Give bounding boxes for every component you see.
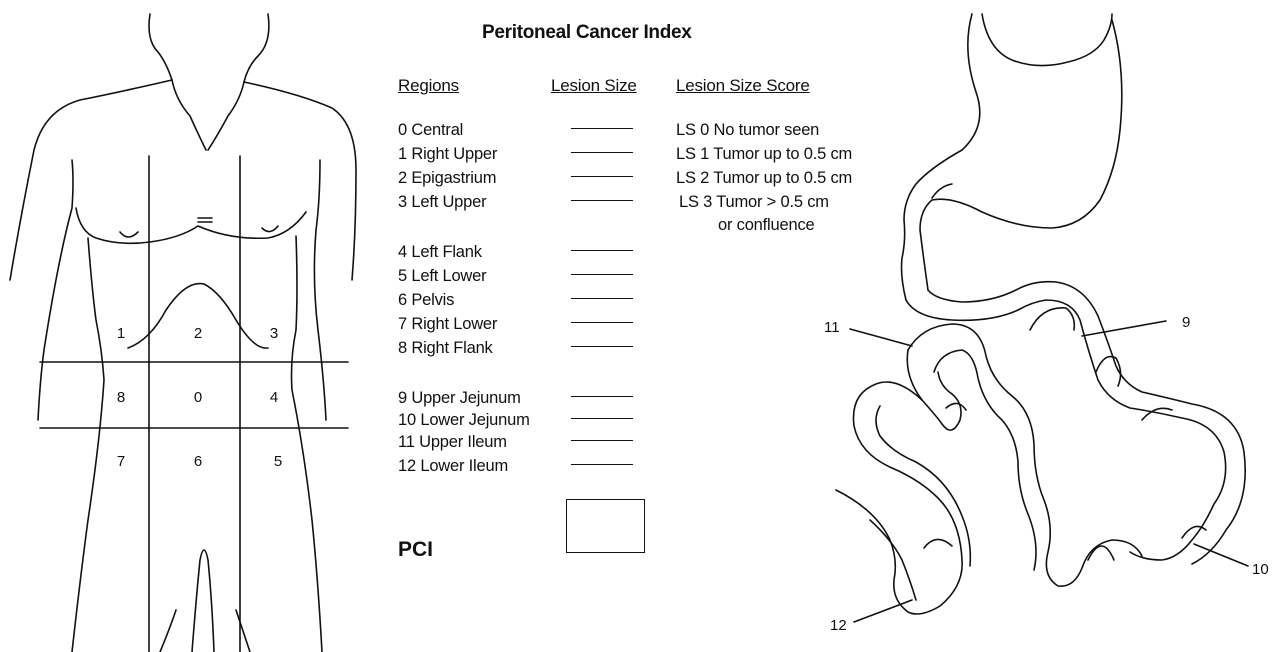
region-number: 4 <box>270 389 278 406</box>
leader-12 <box>854 600 912 622</box>
region-number: 0 <box>194 389 202 406</box>
region-label: 12 Lower Ileum <box>398 457 508 476</box>
lesion-size-blank[interactable] <box>571 346 633 347</box>
stomach-body <box>920 20 1122 290</box>
region-number: 3 <box>270 325 278 342</box>
segment-label: 10 <box>1252 561 1269 578</box>
region-number: 6 <box>194 453 202 470</box>
head-outline <box>149 14 172 80</box>
leader-9 <box>1082 321 1166 336</box>
segment-label: 9 <box>1182 314 1190 331</box>
region-label: 5 Left Lower <box>398 267 486 286</box>
stomach-curve <box>932 184 952 198</box>
small-bowel-diagram: 11 9 12 10 <box>812 0 1276 652</box>
stomach-outer <box>902 14 980 300</box>
ileum-terminal <box>870 520 916 600</box>
lesion-size-blank[interactable] <box>571 440 633 441</box>
right-nipple <box>262 226 278 232</box>
region-label: 8 Right Flank <box>398 339 493 358</box>
lesion-size-blank[interactable] <box>571 274 633 275</box>
header-lesion-size: Lesion Size <box>551 76 637 96</box>
region-label: 10 Lower Jejunum <box>398 411 530 430</box>
ileum-loop <box>907 350 961 430</box>
neck-left <box>172 80 206 150</box>
left-nipple <box>120 232 138 237</box>
lesion-size-blank[interactable] <box>571 152 633 153</box>
page-title: Peritoneal Cancer Index <box>482 22 692 44</box>
ileum-fold <box>924 539 952 548</box>
leader-11 <box>850 329 912 346</box>
header-regions: Regions <box>398 76 459 96</box>
region-label: 1 Right Upper <box>398 145 497 164</box>
region-number: 2 <box>194 325 202 342</box>
neck-right <box>208 82 244 150</box>
lesion-size-blank[interactable] <box>571 464 633 465</box>
lesion-size-blank[interactable] <box>571 200 633 201</box>
waist-left <box>72 238 104 652</box>
pci-total-box[interactable] <box>566 499 645 553</box>
ileum-lower <box>836 382 962 614</box>
leg-divide <box>192 550 214 652</box>
score-line: or confluence <box>718 216 814 235</box>
region-label: 0 Central <box>398 121 463 140</box>
chest-line <box>76 208 306 243</box>
region-number: 5 <box>274 453 282 470</box>
score-line: LS 0 No tumor seen <box>676 121 819 140</box>
region-label: 11 Upper Ileum <box>398 433 507 452</box>
region-label: 6 Pelvis <box>398 291 454 310</box>
sternum-mark <box>198 218 212 222</box>
left-shoulder <box>10 80 172 280</box>
leader-10 <box>1194 544 1248 566</box>
ileum-upper-inner <box>934 350 1036 570</box>
region-label: 4 Left Flank <box>398 243 482 262</box>
head-outline-right <box>244 14 269 82</box>
jejunum-fold-5 <box>1088 546 1114 560</box>
region-number: 1 <box>117 325 125 342</box>
stomach-outline <box>982 14 1112 66</box>
lesion-size-blank[interactable] <box>571 128 633 129</box>
right-shoulder <box>244 82 356 280</box>
region-label: 3 Left Upper <box>398 193 486 212</box>
ileum-fold-2 <box>946 403 966 410</box>
segment-label: 12 <box>830 617 847 634</box>
segment-label: 11 <box>824 319 840 336</box>
lesion-size-blank[interactable] <box>571 298 633 299</box>
pelvis-line-right <box>236 610 250 652</box>
jejunum-fold-4 <box>1182 526 1206 538</box>
pci-label: PCI <box>398 538 433 562</box>
lesion-size-blank[interactable] <box>571 322 633 323</box>
right-arm-inner <box>314 160 326 420</box>
region-number: 7 <box>117 453 125 470</box>
header-lesion-size-score: Lesion Size Score <box>676 76 810 96</box>
waist-right <box>292 236 323 652</box>
ileum-upper <box>908 324 1142 586</box>
abdomen-diagram: 1 2 3 8 0 4 7 6 5 <box>0 0 360 652</box>
jejunum-fold-1 <box>1030 308 1074 330</box>
region-label: 2 Epigastrium <box>398 169 496 188</box>
left-arm-inner <box>38 160 73 420</box>
pelvis-line <box>160 610 176 652</box>
region-label: 7 Right Lower <box>398 315 497 334</box>
lesion-size-blank[interactable] <box>571 176 633 177</box>
lesion-size-blank[interactable] <box>571 418 633 419</box>
lesion-size-blank[interactable] <box>571 250 633 251</box>
region-number: 8 <box>117 389 125 406</box>
lesion-size-blank[interactable] <box>571 396 633 397</box>
score-line: LS 3 Tumor > 0.5 cm <box>679 193 829 212</box>
region-label: 9 Upper Jejunum <box>398 389 521 408</box>
